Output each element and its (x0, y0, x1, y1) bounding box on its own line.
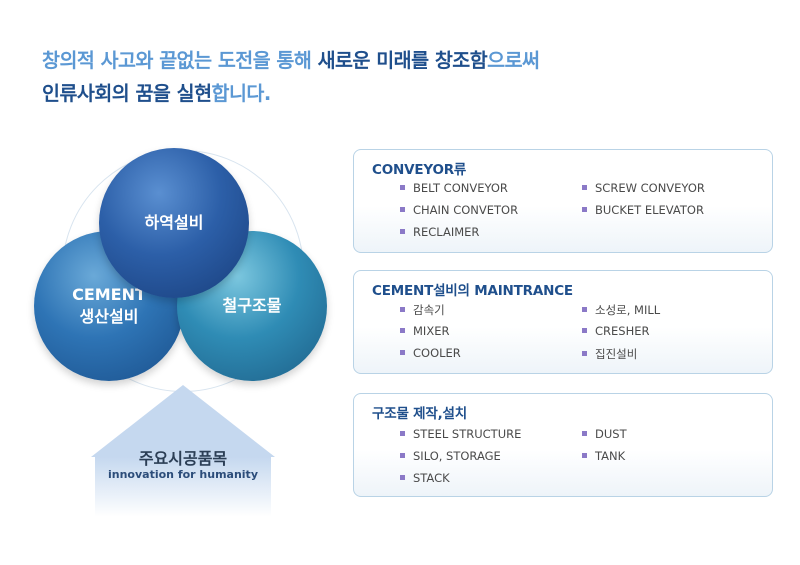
bullet-icon (582, 431, 587, 436)
bullet-icon (582, 351, 587, 356)
bullet-icon (400, 307, 405, 312)
headline-text: 으로써 (487, 49, 540, 72)
bullet-icon (582, 453, 587, 458)
bullet-icon (400, 207, 405, 212)
bullet-icon (400, 328, 405, 333)
list-item: STACK (400, 471, 450, 485)
arrow-subtitle: innovation for humanity (107, 468, 258, 481)
circle-label: CEMENT (72, 285, 146, 304)
up-arrow: 주요시공품목 innovation for humanity (63, 385, 303, 517)
bullet-icon (582, 207, 587, 212)
bullet-icon (400, 453, 405, 458)
list-item: RECLAIMER (400, 225, 479, 239)
list-item: TANK (582, 449, 625, 463)
list-item-label: 집진설비 (595, 347, 638, 361)
list-item: SILO, STORAGE (400, 449, 501, 463)
list-item-label: 감속기 (413, 303, 445, 317)
circle-label: 철구조물 (222, 296, 282, 315)
bullet-icon (582, 328, 587, 333)
list-item-label: CRESHER (595, 324, 650, 338)
box-conveyor: CONVEYOR류 BELT CONVEYOR CHAIN CONVETOR R… (353, 149, 773, 253)
list-item-label: COOLER (413, 346, 461, 360)
list-item: 감속기 (400, 302, 445, 318)
circle-label: 생산설비 (79, 307, 139, 326)
arrow-head (91, 385, 275, 457)
bullet-icon (400, 229, 405, 234)
list-item: CRESHER (582, 324, 650, 338)
headline-text: 창의적 사고와 끝없는 도전을 통해 (42, 49, 318, 72)
list-item-label: RECLAIMER (413, 225, 480, 239)
list-item: 소성로, MILL (582, 302, 660, 318)
arrow-body (95, 457, 271, 517)
list-item: BELT CONVEYOR (400, 181, 508, 195)
bullet-icon (400, 350, 405, 355)
box-structure-fabrication: 구조물 제작,설치 STEEL STRUCTURE SILO, STORAGE … (353, 393, 773, 497)
headline-line-2: 인류사회의 꿈을 실현합니다. (42, 77, 742, 110)
bullet-icon (582, 185, 587, 190)
list-item-label: TANK (595, 449, 626, 463)
box-cement-maintenance: CEMENT설비의 MAINTRANCE 감속기 MIXER COOLER 소성… (353, 270, 773, 374)
headline-emphasis: 새로운 미래를 창조함 (317, 49, 488, 72)
headline: 창의적 사고와 끝없는 도전을 통해 새로운 미래를 창조함으로써 인류사회의 … (42, 44, 742, 110)
bullet-icon (400, 431, 405, 436)
list-item: 집진설비 (582, 346, 637, 362)
list-item-label: CHAIN CONVETOR (413, 203, 519, 217)
service-diagram: CEMENT 생산설비 철구조물 하역설비 주요시공품목 innovation … (0, 120, 345, 540)
list-item-label: DUST (595, 427, 627, 441)
list-item-label: SCREW CONVEYOR (595, 181, 705, 195)
circle-label: 하역설비 (144, 213, 204, 232)
headline-line-1: 창의적 사고와 끝없는 도전을 통해 새로운 미래를 창조함으로써 (42, 44, 742, 77)
list-item: CHAIN CONVETOR (400, 203, 518, 217)
list-item-label: BUCKET ELEVATOR (595, 203, 704, 217)
list-item: STEEL STRUCTURE (400, 427, 521, 441)
list-item-label: SILO, STORAGE (413, 449, 501, 463)
bullet-icon (400, 185, 405, 190)
circle-unloading-equipment: 하역설비 (99, 148, 249, 298)
list-item: DUST (582, 427, 627, 441)
list-item-label: STACK (413, 471, 450, 485)
box-title: CEMENT설비의 MAINTRANCE (372, 283, 573, 299)
list-item: SCREW CONVEYOR (582, 181, 705, 195)
box-title: 구조물 제작,설치 (372, 406, 467, 422)
box-title: CONVEYOR류 (372, 162, 467, 178)
list-item-label: STEEL STRUCTURE (413, 427, 522, 441)
bullet-icon (582, 307, 587, 312)
headline-text: 합니다. (211, 82, 272, 105)
list-item-label: MIXER (413, 324, 450, 338)
list-item: COOLER (400, 346, 461, 360)
headline-emphasis: 인류사회의 꿈을 실현 (42, 82, 212, 105)
list-item: MIXER (400, 324, 449, 338)
arrow-title: 주요시공품목 (138, 449, 228, 468)
list-item-label: BELT CONVEYOR (413, 181, 508, 195)
list-item: BUCKET ELEVATOR (582, 203, 704, 217)
list-item-label: 소성로, MILL (595, 303, 661, 317)
bullet-icon (400, 475, 405, 480)
